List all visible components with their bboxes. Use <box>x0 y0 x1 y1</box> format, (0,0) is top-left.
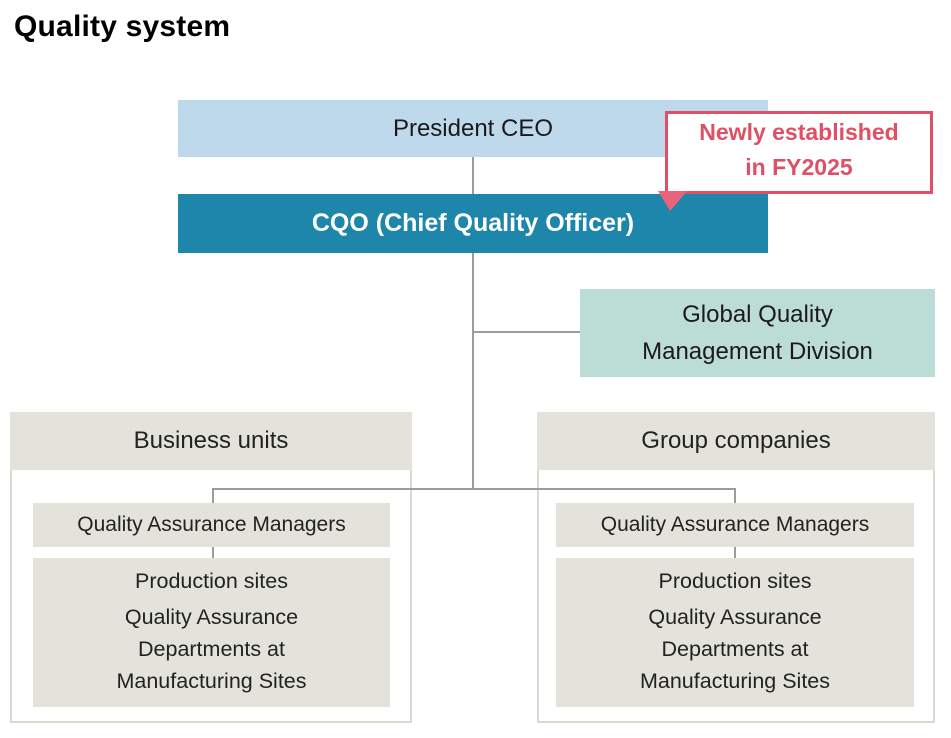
production-dept-line: Manufacturing Sites <box>639 669 830 693</box>
production-dept-line: Manufacturing Sites <box>116 669 307 693</box>
production-sites-box-business-units: Production sites Quality Assurance Depar… <box>33 558 390 707</box>
group-companies-header: Group companies <box>537 412 935 470</box>
production-dept-line: Quality Assurance <box>124 605 299 629</box>
connector-cqo-down <box>472 253 474 489</box>
connector-global-branch <box>473 331 580 333</box>
global-division-line1: Global Quality <box>682 301 833 328</box>
production-dept-line: Departments at <box>138 637 285 661</box>
connector-president-cqo <box>472 157 474 194</box>
global-quality-division-box: Global Quality Management Division <box>580 289 935 377</box>
production-sites-box-group-companies: Production sites Quality Assurance Depar… <box>556 558 914 707</box>
cqo-box: CQO (Chief Quality Officer) <box>178 194 768 253</box>
global-division-line2: Management Division <box>642 338 873 365</box>
business-units-header: Business units <box>10 412 412 470</box>
callout-line2: in FY2025 <box>745 153 853 180</box>
production-dept-line: Quality Assurance <box>648 605 822 629</box>
callout-newly-established: Newly established in FY2025 <box>658 111 933 211</box>
production-sites-label: Production sites <box>135 569 288 593</box>
qa-managers-box-business-units: Quality Assurance Managers <box>33 503 390 547</box>
production-sites-label: Production sites <box>658 569 812 593</box>
page-title: Quality system <box>14 10 231 43</box>
production-dept-line: Departments at <box>661 637 809 661</box>
qa-managers-box-group-companies: Quality Assurance Managers <box>556 503 914 547</box>
connector-units-horizontal <box>212 488 736 490</box>
callout-line1: Newly established <box>699 119 899 145</box>
